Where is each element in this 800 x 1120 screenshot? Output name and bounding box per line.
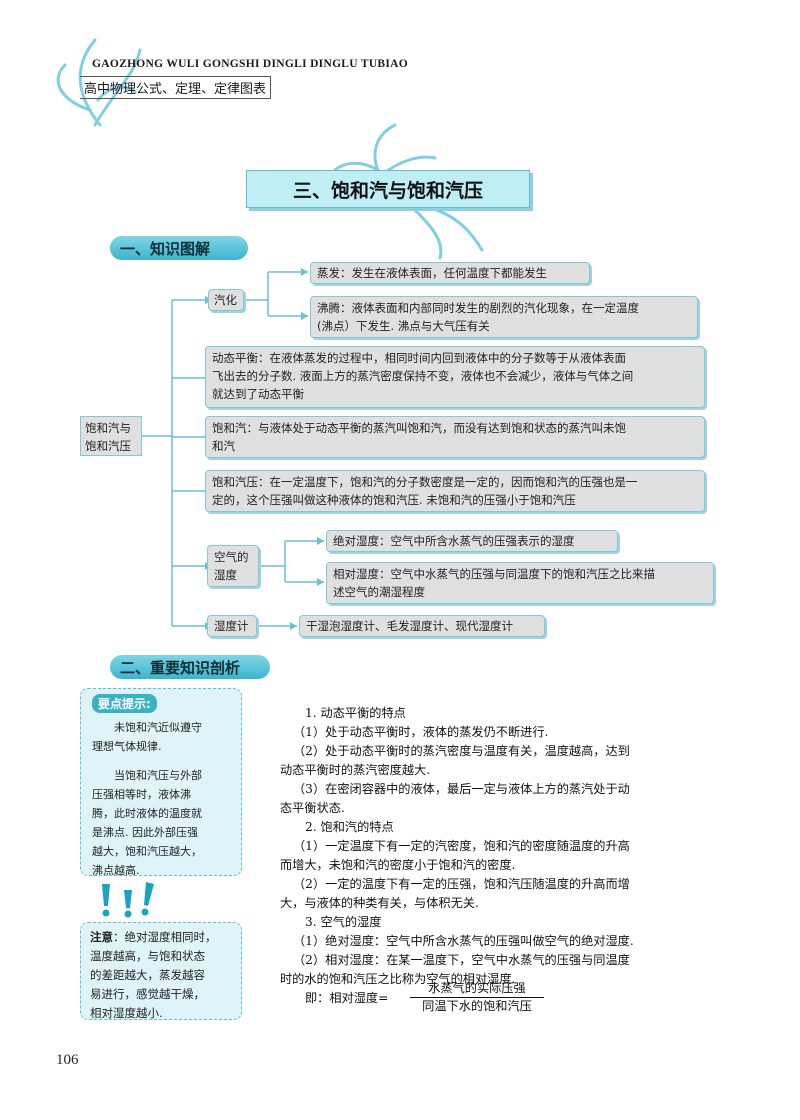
body-line: 大，与液体的种类有关，与体积无关. <box>280 896 479 910</box>
node-satp-line-2: 定的，这个压强叫做这种液体的饱和汽压. 未饱和汽的压强小于饱和汽压 <box>212 493 576 507</box>
node-vaporize: 汽化 <box>208 289 244 311</box>
node-dyn-line-2: 飞出去的分子数. 液面上方的蒸汽密度保持不变，液体也不会减少，液体与气体之间 <box>212 369 634 383</box>
tip-p2-line: 腾，此时液体的温度就 <box>92 807 202 820</box>
body-line: 态平衡状态. <box>280 801 345 815</box>
tip-label: 要点提示: <box>92 694 157 713</box>
note-text: 注意：绝对湿度相同时， 温度越高，与饱和状态 的差距越大，蒸发越容 易进行，感觉… <box>90 928 234 1023</box>
node-air-humidity: 空气的 湿度 <box>207 545 259 587</box>
body-line: （3）在密闭容器中的液体，最后一定与液体上方的蒸汽处于动 <box>293 782 630 796</box>
page-number: 106 <box>56 1052 79 1068</box>
node-satp-line-1: 饱和汽压：在一定温度下，饱和汽的分子数密度是一定的，因而饱和汽的压强也是一 <box>212 475 638 489</box>
node-boil-line-1: 沸腾：液体表面和内部同时发生的剧烈的汽化现象，在一定温度 <box>317 301 639 315</box>
note-line: ：绝对湿度相同时， <box>113 930 217 944</box>
formula-prefix: 即：相对湿度= <box>305 991 389 1005</box>
note-line: 相对湿度越小. <box>90 1006 163 1020</box>
exclamation-icon <box>102 882 154 918</box>
node-boil-line-2: (沸点）下发生. 沸点与大气压有关 <box>317 319 490 333</box>
tip-p2-line: 压强相等时，液体沸 <box>92 788 191 801</box>
tip-paragraph-1: 未饱和汽近似遵守 理想气体规律. <box>92 718 230 756</box>
note-box <box>80 922 242 1020</box>
note-line: 易进行，感觉越干燥， <box>90 987 205 1001</box>
body-line: （1）处于动态平衡时，液体的蒸发仍不断进行. <box>293 725 549 739</box>
node-humid-line-2: 湿度 <box>214 568 237 582</box>
node-sat-line-1: 饱和汽：与液体处于动态平衡的蒸汽叫饱和汽，而没有达到饱和状态的蒸汽叫未饱 <box>212 421 626 435</box>
node-sat-line-2: 和汽 <box>212 439 235 453</box>
node-boil: 沸腾：液体表面和内部同时发生的剧烈的汽化现象，在一定温度 (沸点）下发生. 沸点… <box>310 296 698 338</box>
section-heading-2: 二、重要知识剖析 <box>110 655 270 679</box>
tip-p2-line: 越大，饱和汽压越大， <box>92 845 202 858</box>
node-humid-line-1: 空气的 <box>214 550 249 564</box>
body-line: （2）处于动态平衡时的蒸汽密度与温度有关，温度越高，达到 <box>293 744 630 758</box>
node-saturated-vapor-pressure: 饱和汽压：在一定温度下，饱和汽的分子数密度是一定的，因而饱和汽的压强也是一 定的… <box>205 470 705 512</box>
node-dynamic-equilibrium: 动态平衡：在液体蒸发的过程中，相同时间内回到液体中的分子数等于从液体表面 飞出去… <box>205 346 705 408</box>
body-heading-1: 1. 动态平衡的特点 <box>305 706 406 720</box>
body-line: （1）绝对湿度：空气中所含水蒸气的压强叫做空气的绝对湿度. <box>293 934 634 948</box>
header-chinese: 高中物理公式、定理、定律图表 <box>80 76 272 99</box>
node-dyn-line-3: 就达到了动态平衡 <box>212 387 304 401</box>
note-line-1: 注意：绝对湿度相同时， <box>90 928 234 947</box>
header-english: GAOZHONG WULI GONGSHI DINGLI DINGLU TUBI… <box>92 58 409 70</box>
note-label: 注意 <box>90 930 113 944</box>
node-absolute-humidity: 绝对湿度：空气中所含水蒸气的压强表示的湿度 <box>326 530 618 552</box>
node-rel-line-2: 述空气的潮湿程度 <box>333 585 425 599</box>
node-saturated-vapor: 饱和汽：与液体处于动态平衡的蒸汽叫饱和汽，而没有达到饱和状态的蒸汽叫未饱 和汽 <box>205 416 705 458</box>
tip-p2-line: 沸点越高. <box>92 864 140 877</box>
node-rel-line-1: 相对湿度：空气中水蒸气的压强与同温度下的饱和汽压之比来描 <box>333 567 655 581</box>
node-evaporate: 蒸发：发生在液体表面，任何温度下都能发生 <box>310 262 590 284</box>
body-line: 时的水的饱和汽压之比称为空气的相对湿度. <box>280 972 516 986</box>
section-heading-1: 一、知识图解 <box>110 236 248 260</box>
formula-denominator: 同温下水的饱和汽压 <box>422 999 532 1013</box>
body-line: （1）一定温度下有一定的汽密度，饱和汽的密度随温度的升高 <box>293 839 630 853</box>
node-dyn-line-1: 动态平衡：在液体蒸发的过程中，相同时间内回到液体中的分子数等于从液体表面 <box>212 351 626 365</box>
tip-p1-line: 未饱和汽近似遵守 <box>114 721 202 734</box>
body-line: 而增大，未饱和汽的密度小于饱和汽的密度. <box>280 858 516 872</box>
decorative-swirl-title-right <box>408 203 484 260</box>
note-line: 温度越高，与饱和状态 <box>90 949 205 963</box>
tip-p2-line: 是沸点. 因此外部压强 <box>92 826 198 839</box>
diagram-root: 饱和汽与饱和汽压 <box>80 416 142 456</box>
tip-p2-line: 当饱和汽压与外部 <box>114 769 202 782</box>
note-line: 的差距越大，蒸发越容 <box>90 968 205 982</box>
tip-p1-line: 理想气体规律. <box>92 740 162 753</box>
decorative-swirl-top-left <box>56 38 142 127</box>
body-line: （2）相对湿度：在某一温度下，空气中水蒸气的压强与同温度 <box>293 953 630 967</box>
chapter-title: 三、饱和汽与饱和汽压 <box>246 170 530 208</box>
formula-numerator: 水蒸气的实际压强 <box>410 980 544 998</box>
node-hygrometer: 湿度计 <box>207 615 257 637</box>
node-hygrometer-types: 干湿泡湿度计、毛发湿度计、现代湿度计 <box>299 615 545 637</box>
node-relative-humidity: 相对湿度：空气中水蒸气的压强与同温度下的饱和汽压之比来描 述空气的潮湿程度 <box>326 562 714 604</box>
body-line: 动态平衡时的蒸汽密度越大. <box>280 763 431 777</box>
tip-box <box>80 688 242 876</box>
body-line: （2）一定的温度下有一定的压强，饱和汽压随温度的升高而增 <box>293 877 630 891</box>
body-heading-3: 3. 空气的湿度 <box>305 915 382 929</box>
tip-paragraph-2: 当饱和汽压与外部 压强相等时，液体沸 腾，此时液体的温度就 是沸点. 因此外部压… <box>92 766 230 880</box>
body-heading-2: 2. 饱和汽的特点 <box>305 820 394 834</box>
